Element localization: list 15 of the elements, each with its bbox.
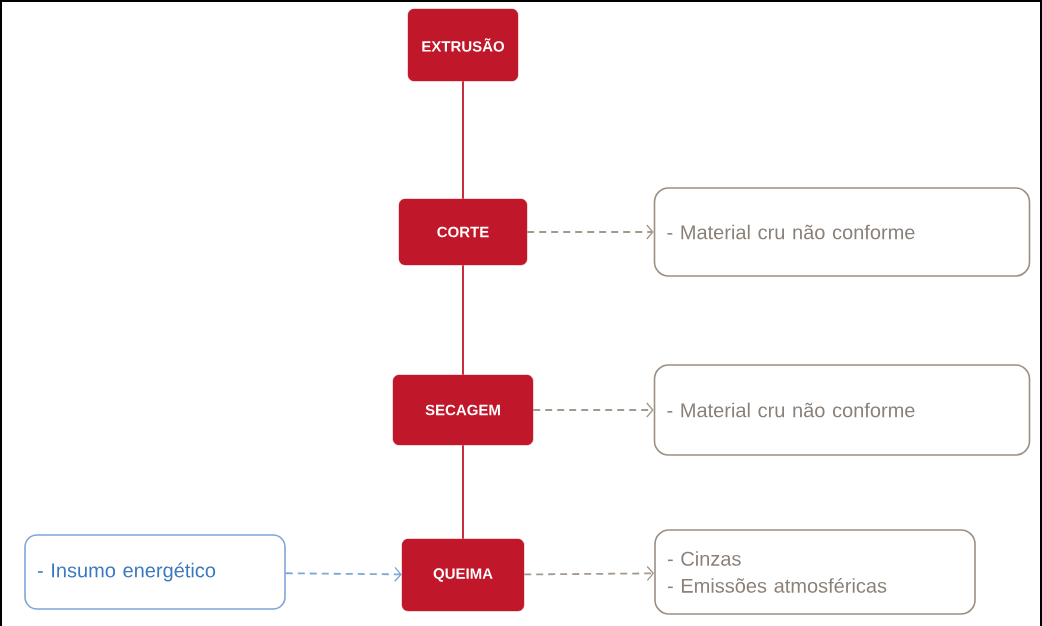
connector-line xyxy=(462,444,464,540)
output-box: - Cinzas - Emissões atmosféricas xyxy=(654,529,976,615)
dashed-arrow xyxy=(523,565,655,582)
connector-line xyxy=(462,80,464,200)
dashed-arrow xyxy=(526,224,654,240)
step-box: SECAGEM xyxy=(392,374,534,446)
step-box: EXTRUSÃO xyxy=(407,8,519,82)
dashed-arrow xyxy=(284,566,402,583)
step-box: CORTE xyxy=(398,198,528,266)
output-box: - Material cru não conforme xyxy=(653,364,1031,456)
step-box: QUEIMA xyxy=(401,538,525,612)
connector-line xyxy=(462,264,464,376)
dashed-arrow xyxy=(532,402,654,418)
output-box: - Material cru não conforme xyxy=(653,187,1031,277)
input-box: - Insumo energético xyxy=(24,534,286,610)
